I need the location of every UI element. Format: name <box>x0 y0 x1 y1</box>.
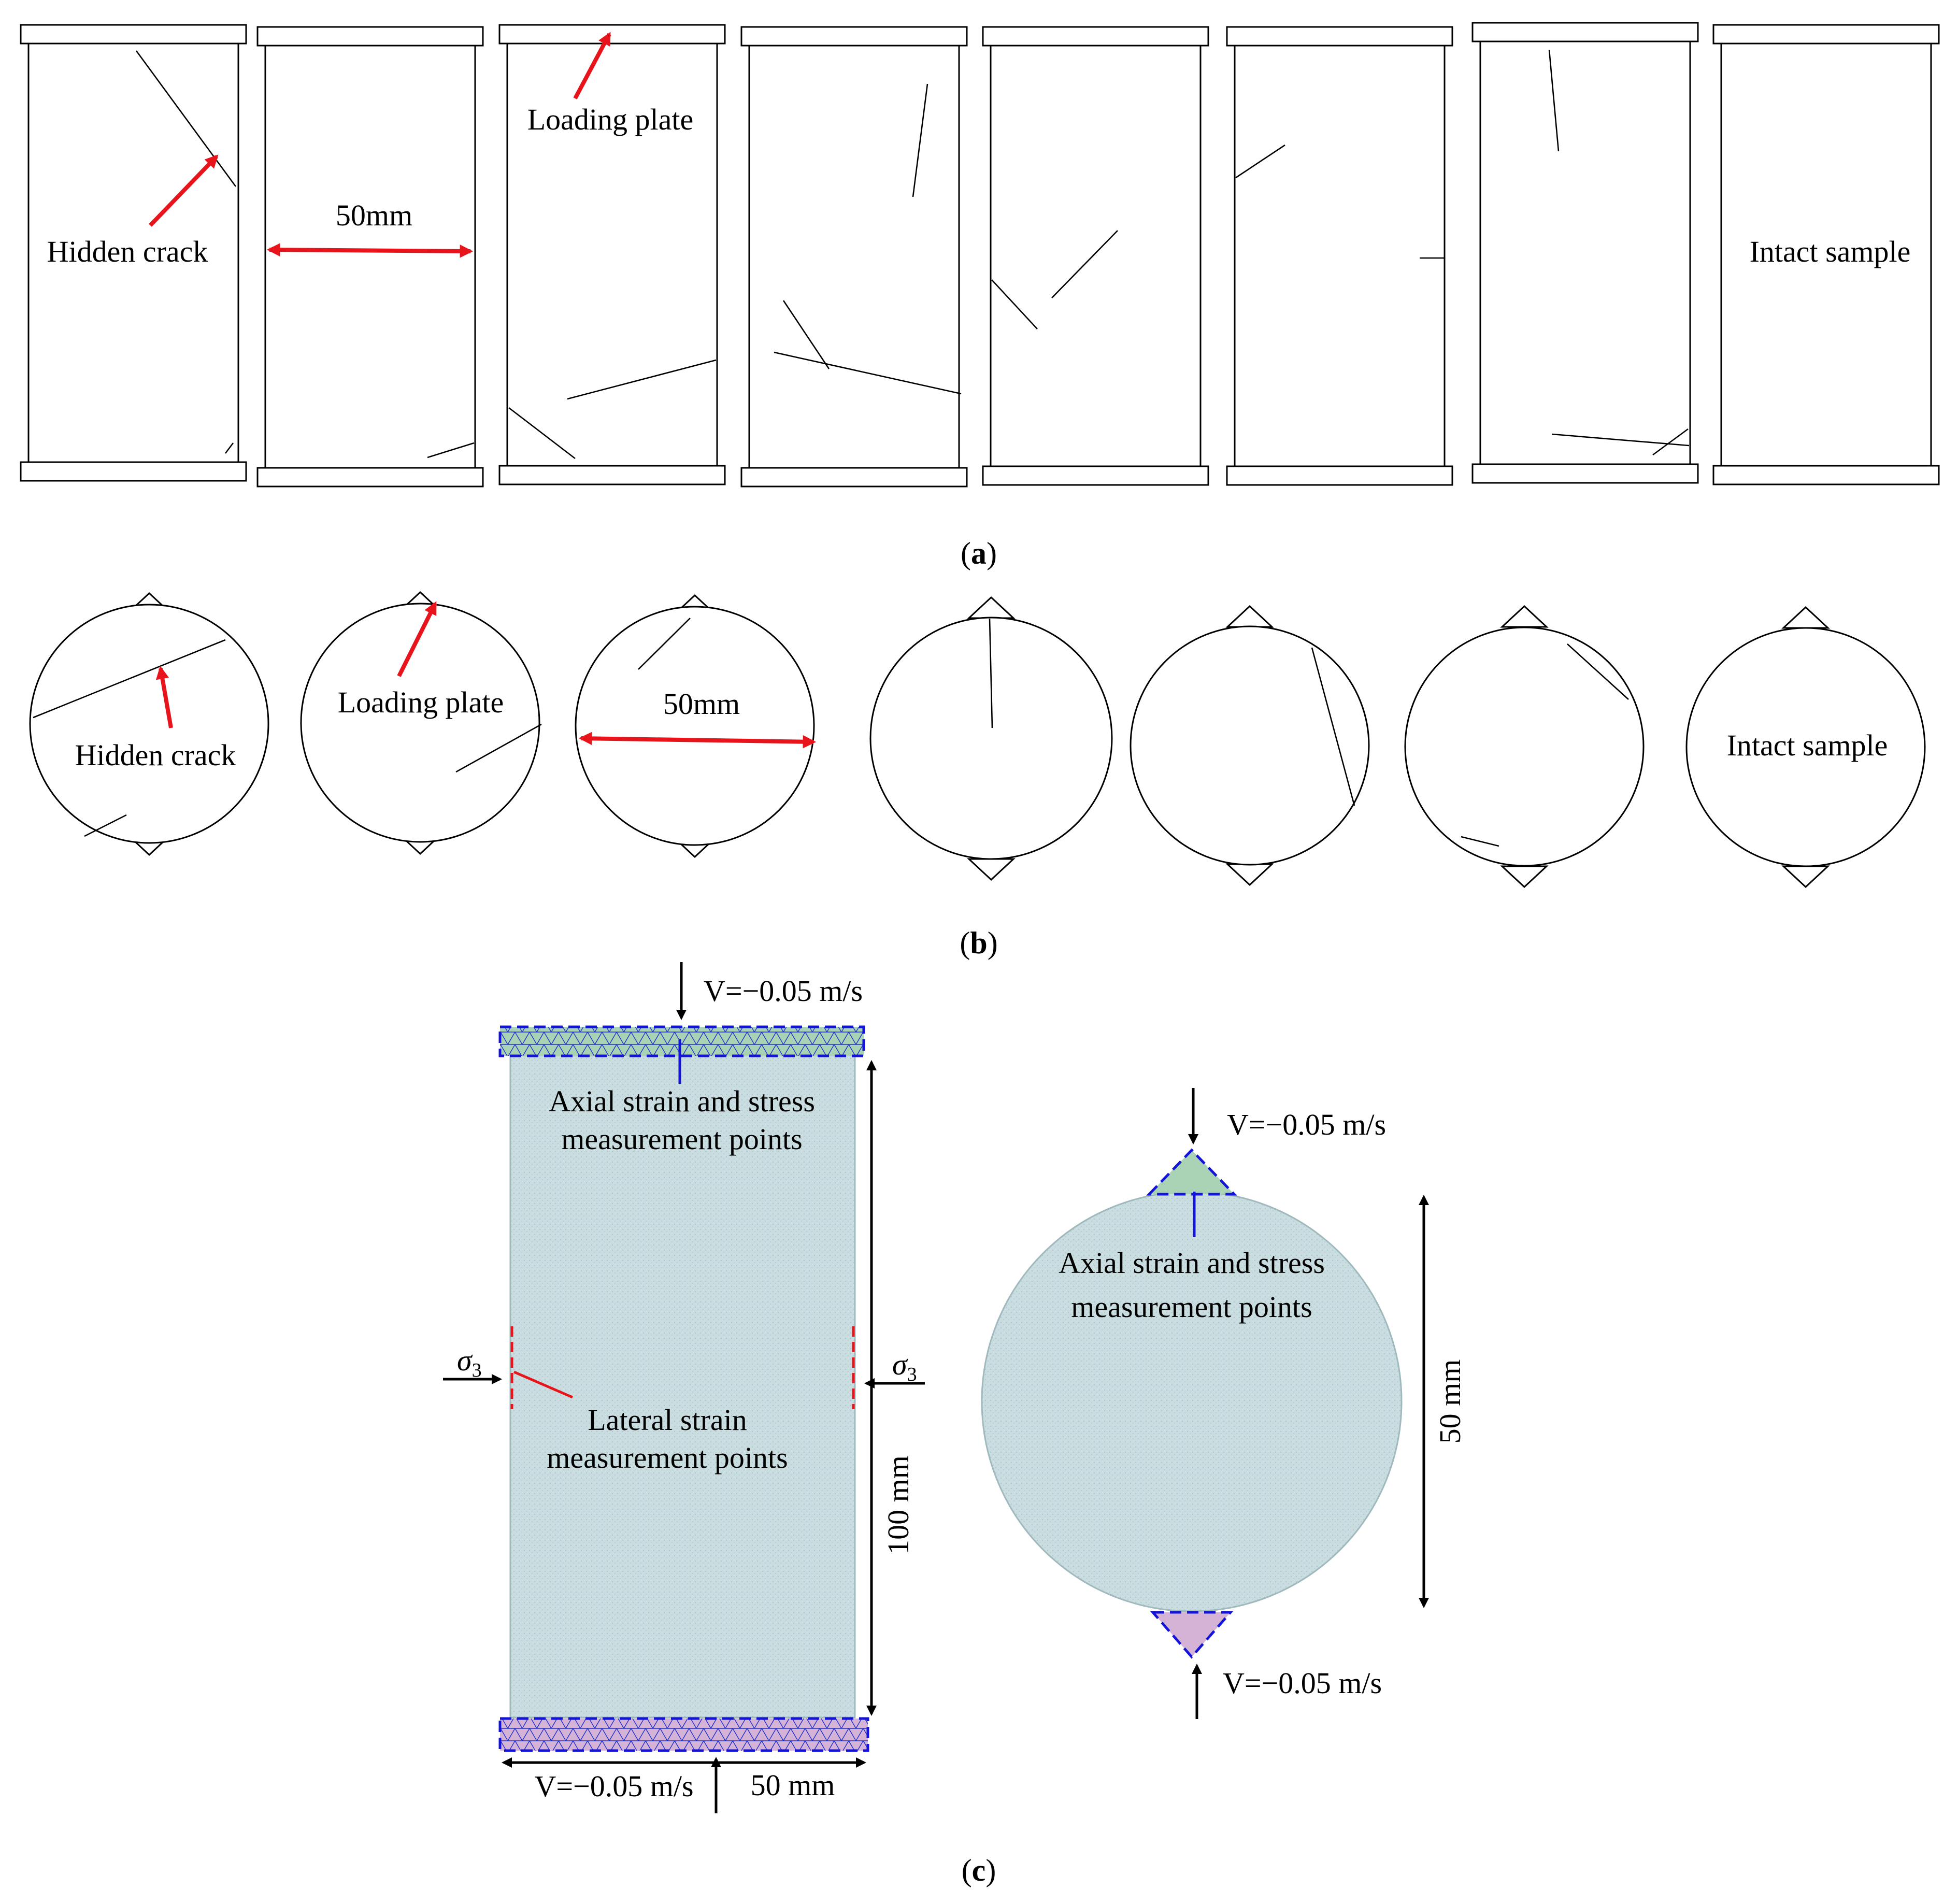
sample-a5 <box>982 26 1209 486</box>
sample-a4 <box>740 26 968 488</box>
disc-bottom-plate <box>1153 1612 1231 1657</box>
disc-bottom-velocity-label: V=−0.05 m/s <box>1223 1666 1382 1700</box>
panel-a: Hidden crack 50mm Loading plate Intact s… <box>20 22 1940 570</box>
hidden-crack-label-a: Hidden crack <box>47 235 208 268</box>
intact-sample-label-a: Intact sample <box>1750 235 1911 268</box>
sigma3-label-right: σ3 <box>892 1348 917 1385</box>
axial-label-rect-line2: measurement points <box>561 1122 803 1156</box>
width-arrow-a <box>266 243 474 258</box>
sample-b4 <box>869 596 1113 881</box>
rect-particle-body <box>509 1054 856 1719</box>
sample-a3 <box>498 24 726 485</box>
panel-c: V=−0.05 m/s Axial strain and stress meas… <box>443 962 1467 1887</box>
axial-label-rect-line1: Axial strain and stress <box>549 1084 815 1118</box>
sample-a8 <box>1712 24 1940 485</box>
loading-plate-label-a: Loading plate <box>527 103 694 136</box>
lateral-label-line1: Lateral strain <box>588 1403 747 1437</box>
lateral-label-line2: measurement points <box>547 1441 788 1474</box>
panel-b: Hidden crack Loading plate 50mm Intact s… <box>29 591 1926 960</box>
axial-label-disc-line2: measurement points <box>1071 1290 1312 1324</box>
width-label-a: 50mm <box>336 198 412 232</box>
sample-b2 <box>300 591 542 855</box>
top-loading-plate <box>500 1027 864 1056</box>
lateral-pointer <box>513 1370 573 1399</box>
caption-c: (c) <box>962 1853 996 1887</box>
height-label: 100 mm <box>881 1455 915 1555</box>
sample-a6 <box>1226 26 1453 486</box>
axial-label-disc-line1: Axial strain and stress <box>1059 1246 1325 1280</box>
top-velocity-label: V=−0.05 m/s <box>704 974 863 1008</box>
disc-bottom-plate-outline <box>1150 1611 1234 1659</box>
caption-b: (b) <box>960 926 997 960</box>
loading-plate-arrow-a <box>573 32 611 99</box>
sample-a2 <box>256 26 484 488</box>
disc-model: V=−0.05 m/s Axial strain and stress meas… <box>981 1088 1467 1719</box>
rect-model: V=−0.05 m/s Axial strain and stress meas… <box>443 962 925 1813</box>
top-plate-outline <box>498 1025 865 1057</box>
sample-b3 <box>575 594 815 858</box>
sample-b6 <box>1404 605 1645 889</box>
sample-a1 <box>20 24 247 482</box>
loading-plate-arrow-b <box>397 601 437 677</box>
diameter-label-b: 50mm <box>663 687 740 721</box>
sample-b7 <box>1685 606 1926 889</box>
width-label-c: 50 mm <box>751 1768 835 1802</box>
hidden-crack-arrow-a <box>149 154 219 227</box>
caption-a: (a) <box>961 536 997 570</box>
loading-plate-label-b: Loading plate <box>338 685 504 719</box>
sample-b1 <box>29 592 269 856</box>
disc-top-velocity-label: V=−0.05 m/s <box>1227 1108 1386 1141</box>
sample-b5 <box>1130 605 1370 886</box>
hidden-crack-arrow-b <box>155 665 173 728</box>
bottom-plate-outline <box>498 1717 869 1752</box>
bottom-velocity-label: V=−0.05 m/s <box>534 1769 693 1803</box>
intact-sample-label-b: Intact sample <box>1727 728 1888 762</box>
sigma3-label-left: σ3 <box>457 1343 482 1381</box>
diameter-arrow-b <box>578 732 817 749</box>
bottom-loading-plate <box>500 1719 868 1751</box>
disc-top-plate <box>1149 1150 1234 1194</box>
hidden-crack-label-b: Hidden crack <box>75 738 236 772</box>
sample-a7 <box>1471 22 1699 484</box>
disc-diameter-label: 50 mm <box>1433 1359 1467 1444</box>
disc-top-plate-outline <box>1146 1148 1237 1196</box>
